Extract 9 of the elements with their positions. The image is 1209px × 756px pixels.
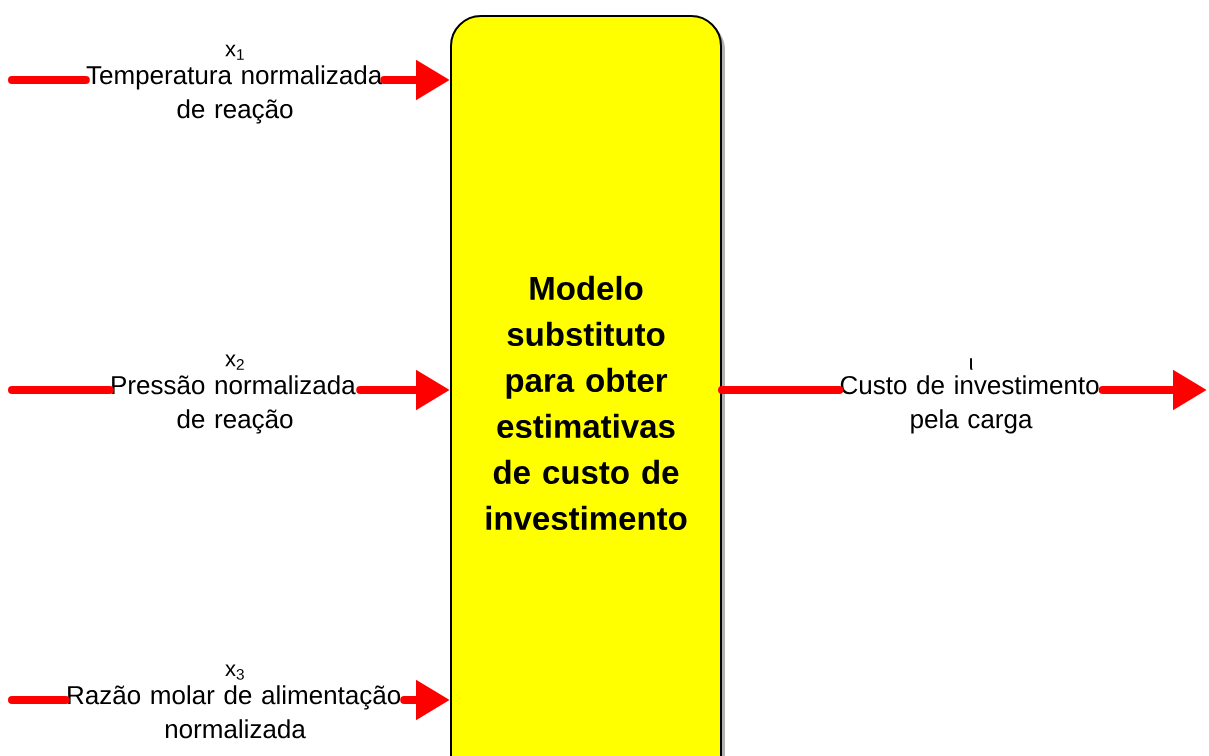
input-label: Temperatura normalizada de reação — [86, 65, 383, 124]
variable-symbol: x$_{3}$ — [225, 664, 244, 680]
model-box: Modelo substituto para obter estimativas de custo de investimento — [450, 15, 725, 756]
variable-symbol: x$_{1}$ — [225, 44, 244, 60]
input-label: Pressão normalizada de reação — [112, 375, 356, 434]
variable-symbol: ι — [970, 358, 973, 370]
variable-symbol: x$_{2}$ — [225, 354, 244, 370]
input-label: Razão molar de alimentação normalizada — [68, 685, 401, 739]
input-label: Custo de investimento pela carga — [840, 375, 1099, 434]
